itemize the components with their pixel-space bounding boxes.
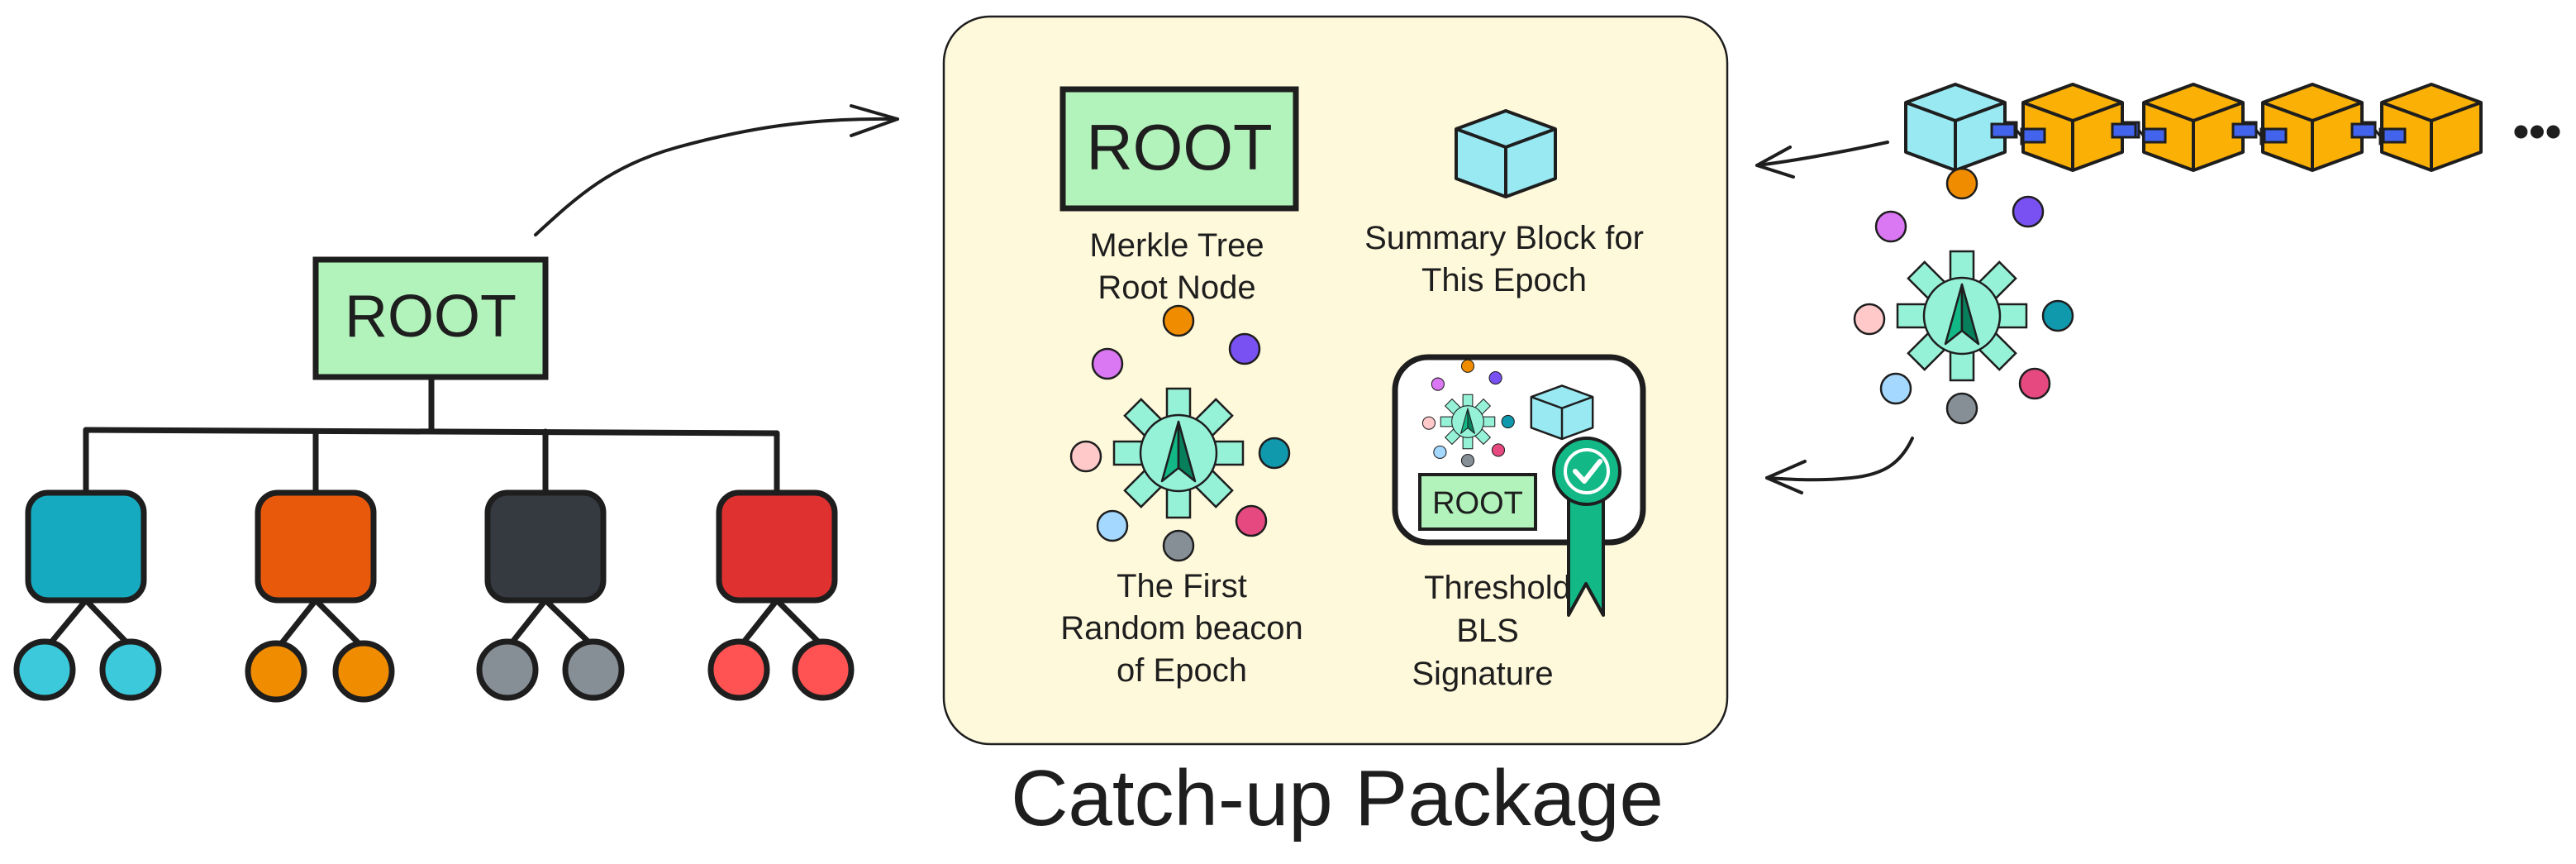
package-title: Catch-up Package xyxy=(1011,754,1664,843)
summary-block-cube-icon xyxy=(1455,109,1557,198)
blockchain: ••• xyxy=(1904,83,2562,172)
leaf-red-1 xyxy=(707,638,770,701)
catch-up-package: ROOT Merkle Tree Root Node Summary Block… xyxy=(942,15,1729,843)
tree-node-red xyxy=(716,489,838,604)
certificate-cube-icon xyxy=(1530,384,1594,441)
signature-caption-line-3: Signature xyxy=(1412,656,1553,692)
signature-caption-line-2: BLS xyxy=(1456,613,1519,649)
leaf-orange-1 xyxy=(245,640,307,703)
merkle-root-label: ROOT xyxy=(345,284,517,350)
chain-block-3-icon xyxy=(2142,83,2245,172)
beacon-caption-line-2: Random beacon xyxy=(1060,610,1303,647)
chain-block-4-icon xyxy=(2261,83,2364,172)
certificate-root-label: ROOT xyxy=(1432,486,1523,521)
merkle-caption-line-2: Root Node xyxy=(1098,270,1255,306)
chain-ellipsis: ••• xyxy=(2513,105,2562,157)
chain-first-block-icon xyxy=(1904,83,2007,172)
package-merkle-root: ROOT xyxy=(1059,86,1299,212)
beacon-caption-line-3: of Epoch xyxy=(1117,652,1247,689)
arrow-chain-to-package xyxy=(1755,141,1889,179)
leaf-orange-2 xyxy=(332,640,395,703)
tree-leaves xyxy=(13,638,855,703)
summary-caption-line-2: This Epoch xyxy=(1421,262,1587,298)
leaf-cyan-2 xyxy=(99,638,162,701)
chain-block-2-icon xyxy=(2021,83,2124,172)
package-root-label: ROOT xyxy=(1086,111,1272,184)
arrow-tree-to-package xyxy=(534,104,899,236)
chain-block-5-icon xyxy=(2380,83,2483,172)
leaf-gray-1 xyxy=(476,638,539,701)
leaf-cyan-1 xyxy=(13,638,76,701)
leaf-gray-2 xyxy=(562,638,625,701)
check-badge-icon xyxy=(1552,437,1621,506)
leaf-red-2 xyxy=(792,638,855,701)
bls-signature-certificate: ROOT xyxy=(1392,354,1646,617)
chain-random-beacon-icon xyxy=(1853,167,2074,425)
merkle-caption-line-1: Merkle Tree xyxy=(1089,227,1264,264)
arrow-beacon-to-package xyxy=(1765,437,1914,494)
tree-node-cyan xyxy=(25,489,147,604)
beacon-caption-line-1: The First xyxy=(1117,568,1247,604)
summary-caption-line-1: Summary Block for xyxy=(1364,220,1644,256)
signature-caption-line-1: Threshold xyxy=(1424,570,1571,606)
tree-node-dark xyxy=(484,489,607,604)
tree-connectors xyxy=(43,374,828,652)
merkle-root-node: ROOT xyxy=(312,256,549,380)
chain-links-front xyxy=(1990,122,2407,144)
tree-node-orange xyxy=(255,489,377,604)
merkle-tree: ROOT xyxy=(13,256,855,703)
